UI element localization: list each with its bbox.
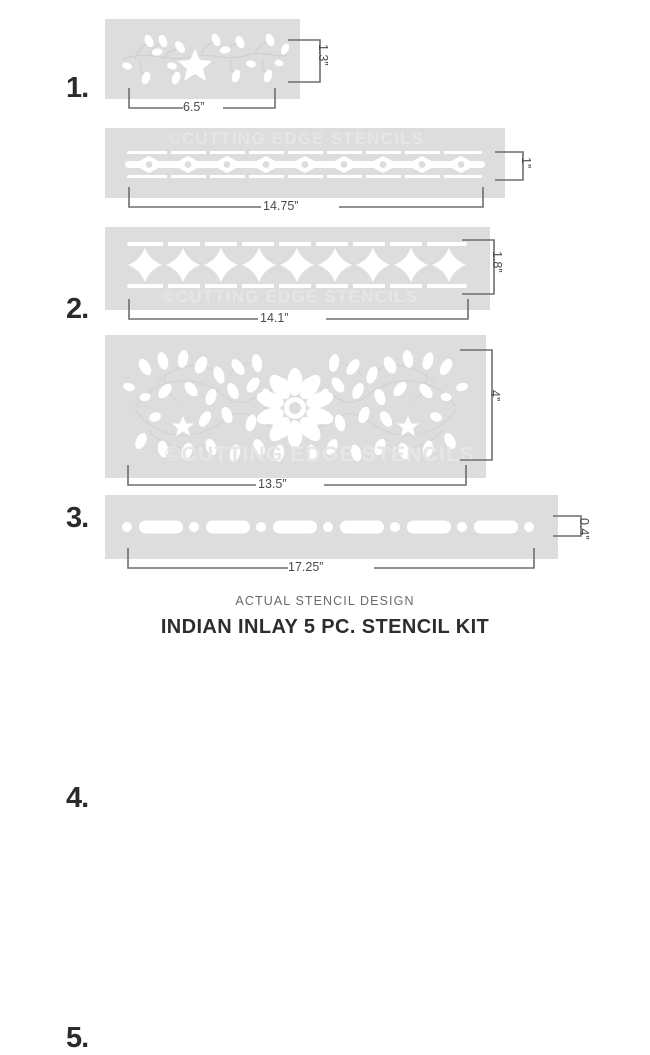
dimension-line-height-5	[553, 515, 582, 537]
dimension-label-width-1: 6.5”	[183, 100, 205, 114]
stencil-art-4	[123, 350, 468, 462]
dimension-label-height-5: 0.4”	[577, 518, 591, 540]
dimension-line-height-3	[462, 239, 495, 295]
stencil-art-3	[127, 240, 467, 290]
dimension-line-width-1	[128, 88, 276, 109]
dimension-line-height-1	[288, 39, 321, 83]
footer-subtitle: ACTUAL STENCIL DESIGN	[235, 594, 415, 608]
dimension-label-height-4: 4”	[488, 390, 502, 402]
stencil-row-5: 5.	[0, 492, 650, 1054]
dimension-label-width-2: 14.75”	[263, 199, 299, 213]
stencil-number-5: 5.	[66, 1022, 89, 1054]
dimension-label-height-2: 1”	[519, 157, 533, 169]
stencil-panel-3: ©CUTTING EDGE STENCILS	[105, 227, 490, 310]
stencil-number-1: 1.	[66, 72, 89, 104]
dimension-line-width-4	[127, 465, 467, 486]
dimension-line-width-5	[127, 548, 535, 569]
footer-title: INDIAN INLAY 5 PC. STENCIL KIT	[160, 616, 490, 638]
stencil-row-2: 2. ©CUTTING EDGE STENCILS	[0, 125, 650, 325]
stencil-row-4: 4. ©CUTTING EDGE STENCILS	[0, 332, 650, 814]
stencil-number-2: 2.	[66, 293, 89, 325]
dimension-label-width-4: 13.5”	[258, 477, 287, 491]
dimension-label-height-3: 1.8”	[490, 251, 504, 273]
stencil-art-2	[125, 149, 485, 180]
dimension-label-width-5: 17.25”	[288, 560, 324, 574]
dimension-line-height-4	[460, 349, 493, 461]
stencil-number-4: 4.	[66, 782, 89, 814]
stencil-row-1: 1.	[0, 0, 650, 120]
dimension-label-width-3: 14.1”	[260, 311, 289, 325]
stencil-panel-1	[105, 19, 300, 99]
stencil-art-1	[122, 33, 290, 85]
stencil-art-5	[122, 520, 534, 534]
stencil-panel-5	[105, 495, 558, 559]
dimension-line-width-3	[128, 299, 469, 320]
dimension-label-height-1: 1.3”	[316, 44, 330, 66]
dimension-line-width-2	[128, 187, 484, 208]
stencil-row-3: 3. ©CUTTING EDGE STENCILS	[0, 225, 650, 534]
stencil-panel-4: ©CUTTING EDGE STENCILS	[105, 335, 486, 478]
dimension-line-height-2	[495, 151, 524, 181]
stencil-number-3: 3.	[66, 502, 89, 534]
footer: ACTUAL STENCIL DESIGN INDIAN INLAY 5 PC.…	[0, 594, 650, 639]
